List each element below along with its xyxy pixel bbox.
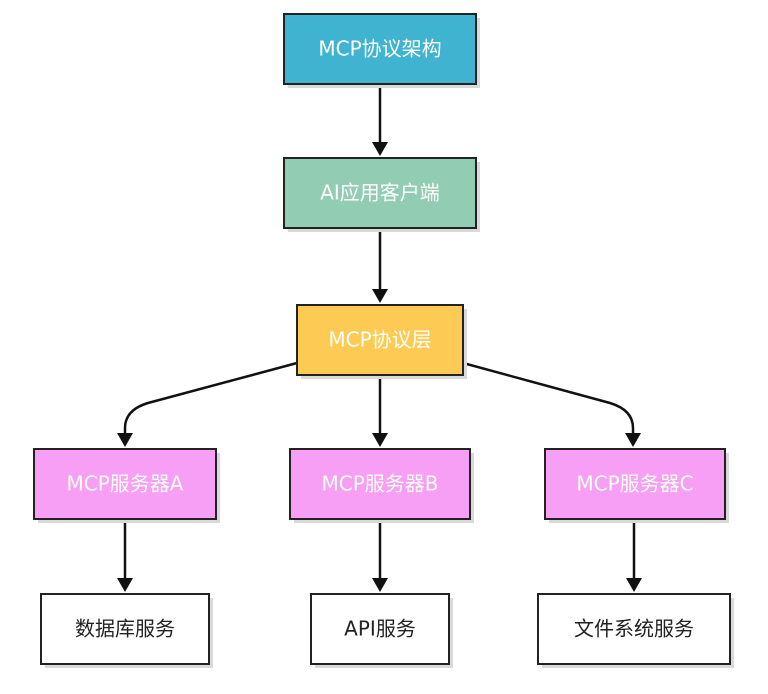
node-box xyxy=(544,448,726,520)
node-api: API服务 xyxy=(310,593,453,668)
node-box xyxy=(40,593,210,665)
node-box xyxy=(283,157,477,229)
edge-serverC-to-fs xyxy=(626,519,642,592)
node-db: 数据库服务 xyxy=(40,593,213,668)
node-fs: 文件系统服务 xyxy=(537,593,734,668)
node-box xyxy=(537,593,731,665)
node-label: MCP服务器B xyxy=(321,472,438,496)
edge-layer-to-serverB xyxy=(372,375,388,447)
edge-line xyxy=(462,361,635,437)
node-label: MCP服务器C xyxy=(576,472,693,496)
arrowhead-icon xyxy=(372,433,388,447)
node-box xyxy=(296,304,464,376)
node-label: 数据库服务 xyxy=(75,617,175,641)
node-serverB: MCP服务器B xyxy=(289,448,474,523)
node-label: MCP协议层 xyxy=(328,328,431,352)
arrowhead-icon xyxy=(626,578,642,592)
node-client: AI应用客户端 xyxy=(283,157,480,232)
edge-arch-to-client xyxy=(372,84,388,156)
edge-line xyxy=(123,361,298,437)
node-box xyxy=(283,13,477,85)
node-label: AI应用客户端 xyxy=(320,181,440,205)
edges-layer xyxy=(117,84,642,592)
arrowhead-icon xyxy=(117,433,133,447)
node-arch: MCP协议架构 xyxy=(283,13,480,88)
edge-serverB-to-api xyxy=(372,519,388,592)
node-label: 文件系统服务 xyxy=(574,617,694,641)
node-label: API服务 xyxy=(344,617,416,641)
node-box xyxy=(33,448,217,520)
arrowhead-icon xyxy=(372,578,388,592)
edge-layer-to-serverA xyxy=(117,361,298,447)
edge-client-to-layer xyxy=(372,228,388,303)
edge-layer-to-serverC xyxy=(462,361,641,447)
arrowhead-icon xyxy=(372,142,388,156)
node-box xyxy=(289,448,471,520)
arrowhead-icon xyxy=(372,289,388,303)
node-label: MCP协议架构 xyxy=(318,37,441,61)
nodes-layer: MCP协议架构 AI应用客户端 MCP协议层 MCP服务器A MCP服务器B MCP服务器… xyxy=(33,13,734,668)
arrowhead-icon xyxy=(625,433,641,447)
edge-serverA-to-db xyxy=(117,519,133,592)
node-box xyxy=(310,593,450,665)
arrowhead-icon xyxy=(117,578,133,592)
node-serverC: MCP服务器C xyxy=(544,448,729,523)
node-serverA: MCP服务器A xyxy=(33,448,220,523)
node-layer: MCP协议层 xyxy=(296,304,467,379)
node-label: MCP服务器A xyxy=(67,472,184,496)
